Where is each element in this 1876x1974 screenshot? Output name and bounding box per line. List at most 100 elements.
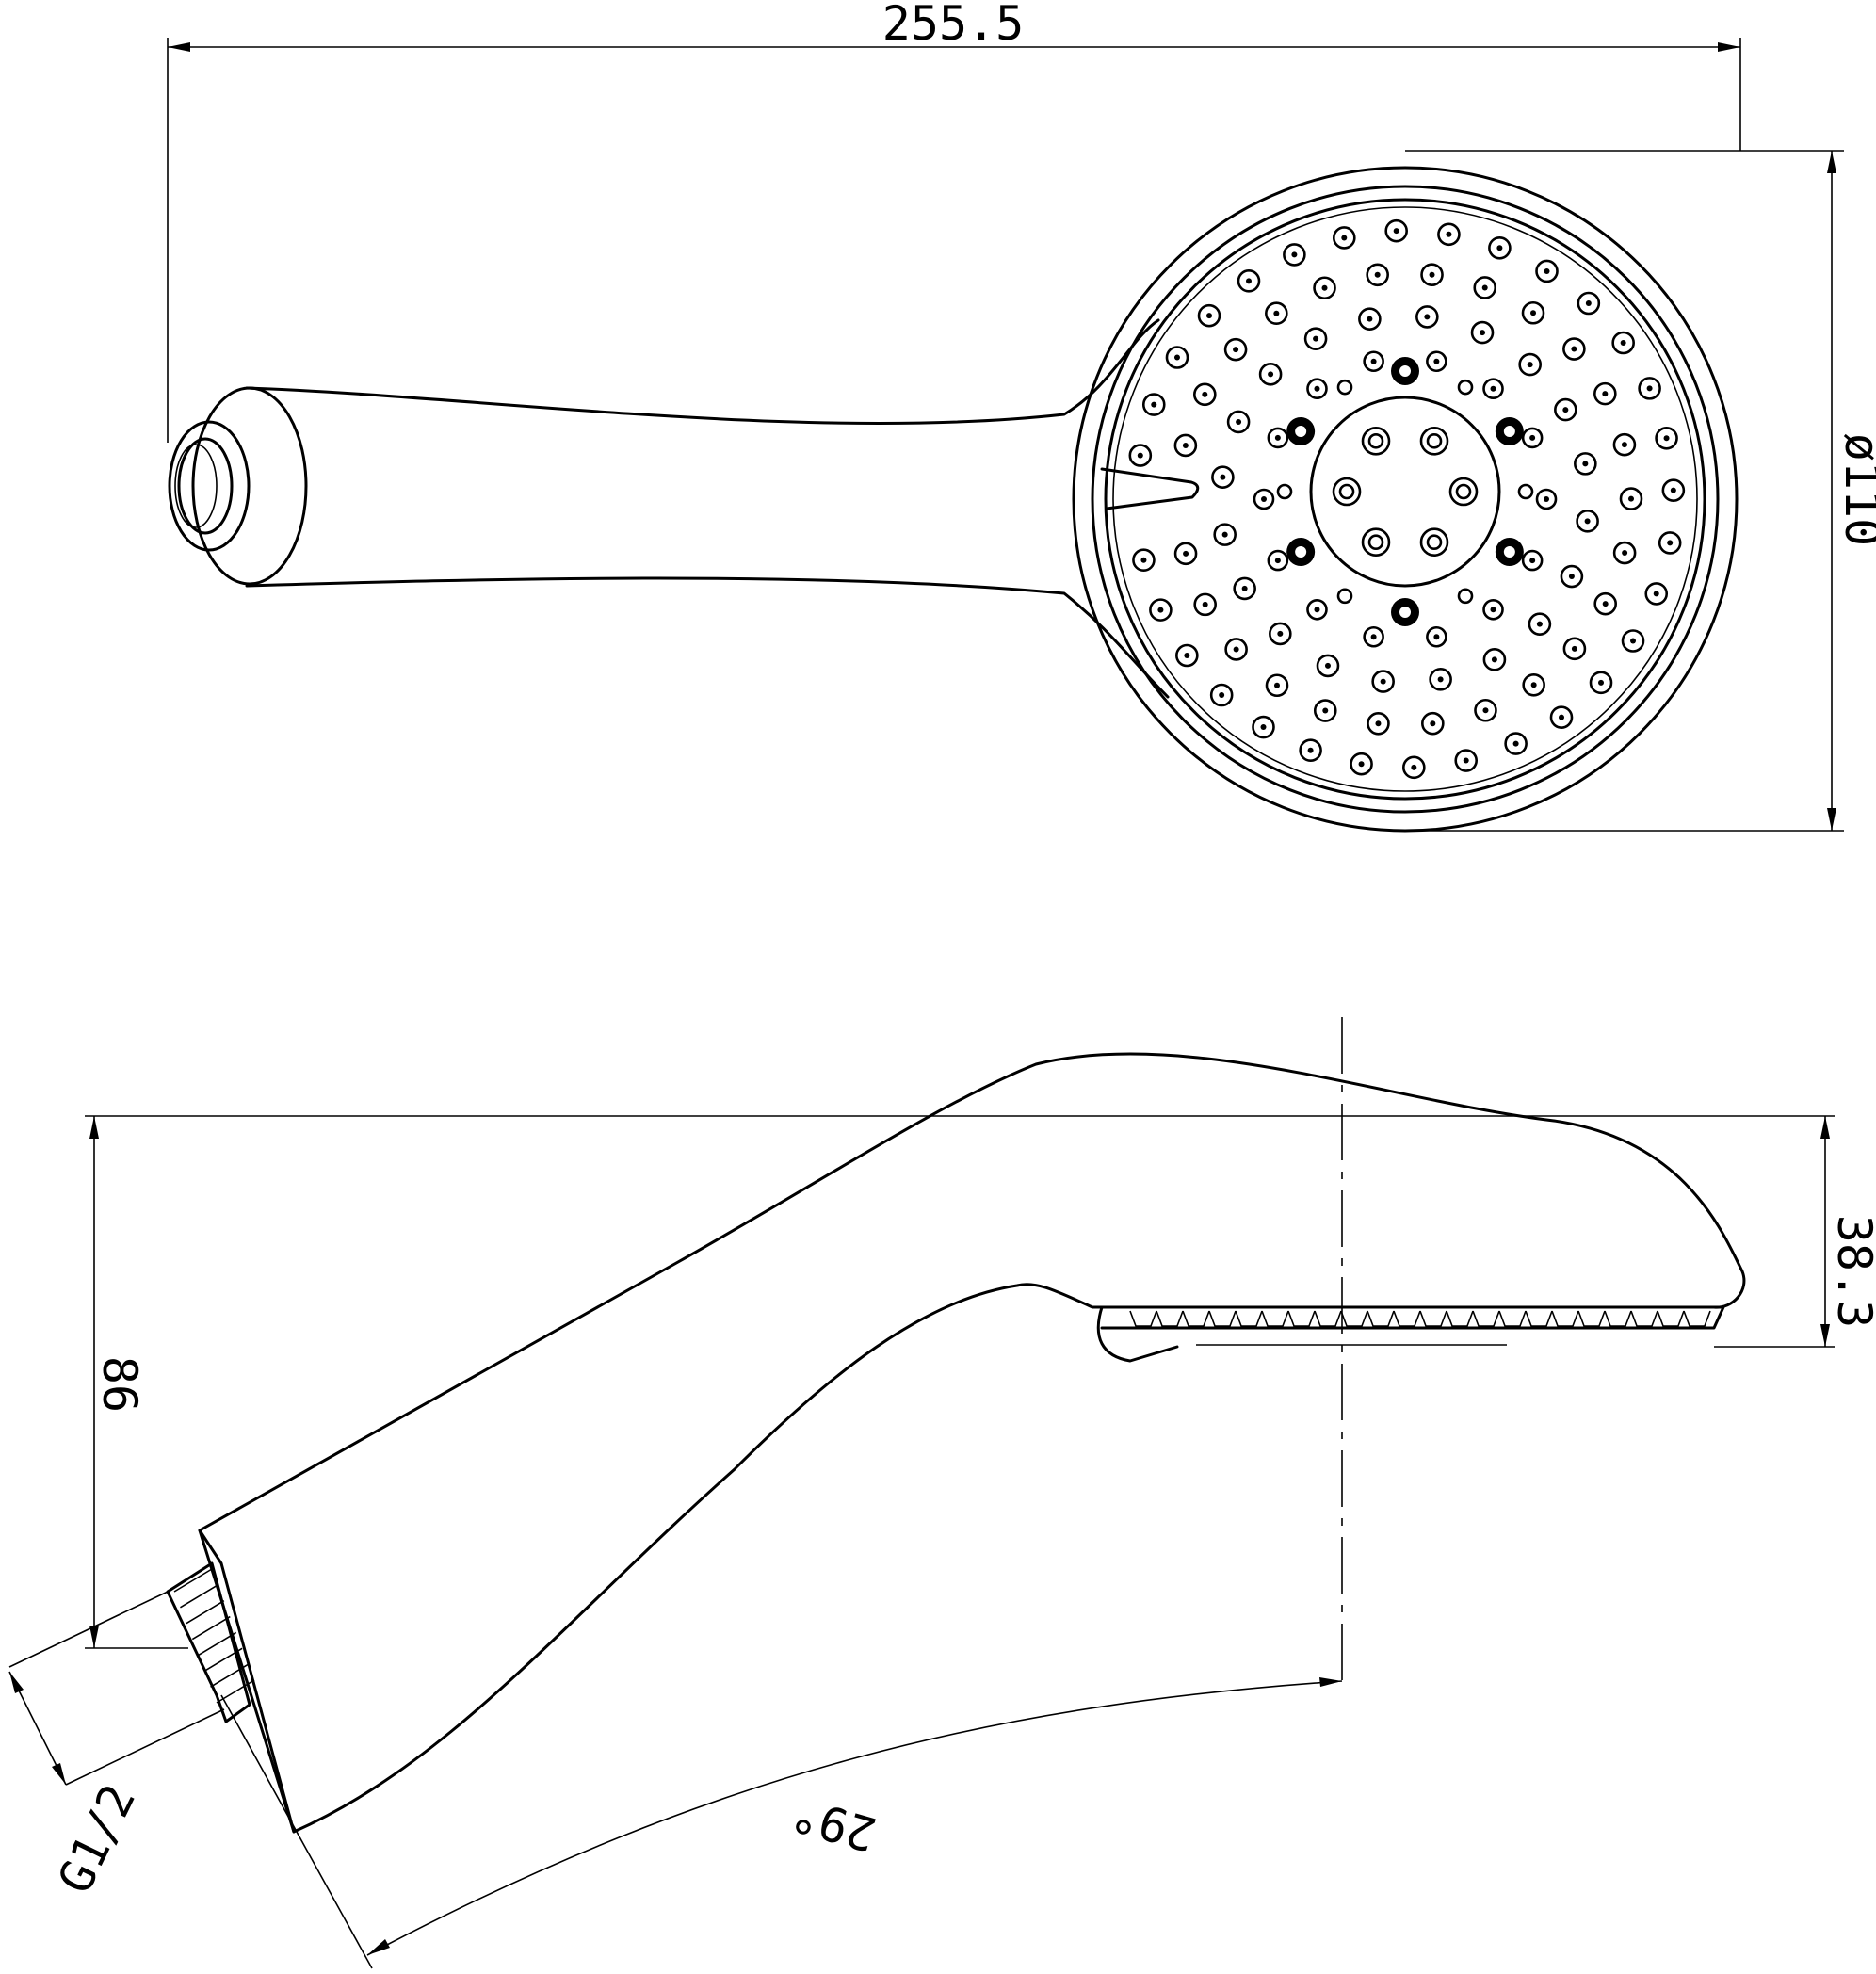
spray-nozzle-core <box>1220 474 1226 480</box>
spray-nozzle-core <box>1646 385 1653 392</box>
spray-nozzle-core <box>1173 354 1180 361</box>
spray-nozzle-core <box>1140 557 1147 563</box>
spray-nozzle-core <box>1219 692 1225 699</box>
spray-nozzle-core <box>1367 316 1373 322</box>
small-nozzle <box>1457 379 1474 396</box>
spray-nozzle-core <box>1491 656 1497 663</box>
nozzle-field <box>1128 218 1686 780</box>
thread-ridge <box>210 1663 249 1688</box>
spray-face <box>1104 198 1706 801</box>
side-nozzle <box>1577 1310 1606 1327</box>
spray-nozzle-core <box>1260 724 1267 731</box>
star-jet-core <box>1399 365 1411 377</box>
total-length-label: 255.5 <box>882 0 1025 51</box>
angle-extension <box>220 1694 373 1969</box>
spray-nozzle-core <box>1321 284 1328 291</box>
spray-nozzle-core <box>1233 347 1239 353</box>
center-hub <box>1309 396 1501 588</box>
spray-nozzle-core <box>1157 607 1164 613</box>
spray-faceplate-side <box>1100 1305 1725 1330</box>
spray-nozzle-row <box>1129 1310 1711 1327</box>
thread-ridge <box>198 1631 237 1657</box>
spray-nozzle-core <box>1527 362 1533 368</box>
side-nozzle <box>1340 1310 1368 1327</box>
spray-nozzle-core <box>1358 761 1365 768</box>
spray-nozzle-core <box>1307 747 1314 753</box>
hub-nozzle-inner <box>1426 534 1443 550</box>
spray-nozzle-core <box>1236 418 1242 425</box>
side-dimensions: 86 38.3 29° G1/2 <box>8 1115 1876 1969</box>
selector-lever <box>1100 467 1200 510</box>
body-outline <box>198 1052 1746 1834</box>
small-nozzle <box>1517 483 1534 500</box>
spray-nozzle-core <box>1151 401 1157 408</box>
spray-nozzle-core <box>1529 434 1536 441</box>
hub-nozzle-inner <box>1367 534 1384 550</box>
side-nozzle <box>1683 1310 1711 1327</box>
spray-nozzle-core <box>1314 385 1320 392</box>
spray-nozzle-core <box>1291 251 1298 258</box>
spray-nozzle-core <box>1598 679 1605 686</box>
spray-nozzle-core <box>1620 339 1626 346</box>
spray-nozzle-core <box>1324 662 1331 669</box>
spray-nozzle-core <box>1446 231 1452 237</box>
thread-extension-top <box>8 1591 169 1668</box>
spray-nozzle-core <box>1370 634 1377 640</box>
spray-nozzle-core <box>1221 531 1228 538</box>
spray-nozzle-core <box>1622 550 1628 557</box>
head-rim <box>1091 185 1720 814</box>
spray-nozzle-core <box>1375 720 1382 727</box>
side-nozzle <box>1498 1310 1527 1327</box>
selector-lever-side <box>1096 1305 1179 1363</box>
thread-outline <box>166 1561 251 1723</box>
angle-arrow-right <box>1319 1677 1342 1687</box>
spray-nozzle-core <box>1274 558 1281 564</box>
spray-nozzle-core <box>1430 720 1436 727</box>
side-nozzle <box>1367 1310 1395 1327</box>
hub-nozzle-inner <box>1338 483 1355 500</box>
spray-nozzle-core <box>1667 540 1674 546</box>
thread-ridge <box>191 1615 231 1641</box>
side-nozzle <box>1446 1310 1474 1327</box>
angle-label: 29° <box>785 1786 882 1862</box>
side-nozzle <box>1287 1310 1316 1327</box>
small-nozzle <box>1457 588 1474 605</box>
thread-arrow-bottom <box>52 1763 66 1785</box>
length-arrow-right <box>1718 42 1740 52</box>
spray-nozzle-core <box>1411 764 1417 770</box>
spray-nozzle-core <box>1496 245 1503 251</box>
side-nozzle <box>1235 1310 1263 1327</box>
top-view <box>168 166 1739 833</box>
side-nozzle <box>1657 1310 1685 1327</box>
hub-nozzle-inner <box>1367 433 1384 449</box>
spray-nozzle-core <box>1490 607 1496 613</box>
spray-nozzle-core <box>1584 518 1591 525</box>
thread-arrow-top <box>9 1672 24 1693</box>
spray-nozzle-core <box>1429 271 1435 278</box>
handle-outline <box>245 318 1170 699</box>
star-jet-core <box>1503 426 1515 437</box>
spray-nozzle-core <box>1273 310 1280 316</box>
spray-nozzle-core <box>1245 278 1252 284</box>
spray-nozzle-core <box>1273 682 1280 688</box>
spray-nozzle-core <box>1571 645 1577 652</box>
spray-nozzle-core <box>1663 435 1670 442</box>
spray-nozzle-core <box>1490 385 1496 392</box>
depth-label: 38.3 <box>1827 1215 1876 1328</box>
star-jet-core <box>1399 607 1411 618</box>
spray-nozzle-core <box>1627 495 1634 502</box>
side-view <box>166 1017 1746 1834</box>
side-nozzle <box>1182 1310 1210 1327</box>
spray-nozzle-core <box>1370 358 1377 364</box>
connector-thread-inner <box>177 437 234 535</box>
connector-thread-ring <box>174 444 218 528</box>
hub-nozzle-inner <box>1455 483 1472 500</box>
angle-arc <box>366 1680 1343 1956</box>
spray-nozzle-core <box>1274 434 1281 441</box>
spray-nozzle-core <box>1277 630 1284 637</box>
side-nozzle <box>1604 1310 1632 1327</box>
star-jet-core <box>1503 546 1515 558</box>
thread-extension-bottom <box>65 1708 225 1786</box>
small-nozzle <box>1336 588 1353 605</box>
spray-nozzle-core <box>1322 707 1329 714</box>
